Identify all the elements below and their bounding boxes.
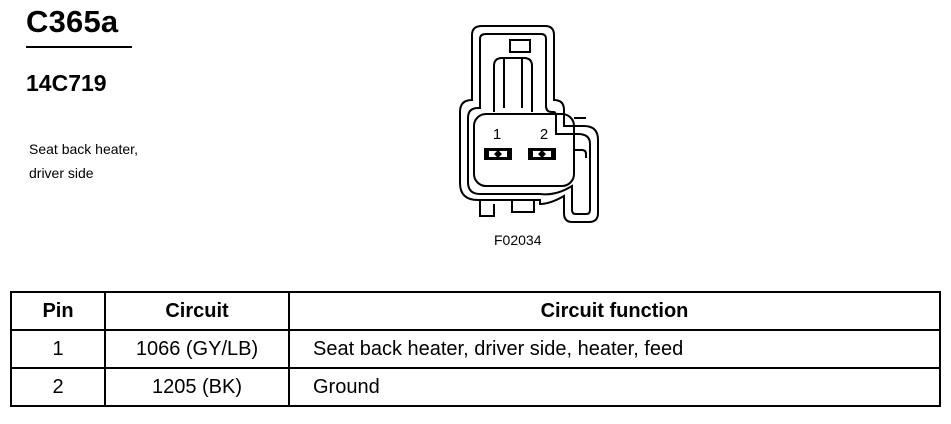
cell-circuit-function: Ground xyxy=(288,367,941,407)
title-underline xyxy=(26,46,132,48)
latch-arm xyxy=(503,58,523,108)
cell-circuit-function: Seat back heater, driver side, heater, f… xyxy=(288,329,941,369)
pin-2-terminal xyxy=(528,148,556,160)
pin-1-terminal xyxy=(484,148,512,160)
figure-id: F02034 xyxy=(494,232,542,248)
connector-description: Seat back heater, driver side xyxy=(29,137,138,185)
latch-tab xyxy=(509,39,531,53)
cell-circuit: 1066 (GY/LB) xyxy=(104,329,290,369)
part-number: 14C719 xyxy=(26,70,107,96)
bottom-tab-left xyxy=(479,200,495,217)
table-row: 2 1205 (BK) Ground xyxy=(10,367,941,407)
description-line-2: driver side xyxy=(29,165,94,181)
pin-1-label: 1 xyxy=(493,126,501,143)
lock-arm xyxy=(574,117,587,158)
bottom-key xyxy=(511,199,535,213)
cell-circuit: 1205 (BK) xyxy=(104,367,290,407)
header-circuit-function: Circuit function xyxy=(288,291,941,331)
connector-face-diagram: 1 2 xyxy=(459,25,599,223)
table-header-row: Pin Circuit Circuit function xyxy=(10,291,941,331)
header-pin: Pin xyxy=(10,291,106,331)
table-row: 1 1066 (GY/LB) Seat back heater, driver … xyxy=(10,329,941,369)
latch-channel xyxy=(493,57,533,112)
pin-2-label: 2 xyxy=(540,126,548,143)
connector-title: C365a xyxy=(26,4,119,39)
header-circuit: Circuit xyxy=(104,291,290,331)
pin-table: Pin Circuit Circuit function 1 1066 (GY/… xyxy=(10,291,941,407)
connector-housing-outer xyxy=(459,25,599,223)
connector-housing-inner xyxy=(467,33,591,215)
cell-pin: 1 xyxy=(10,329,106,369)
description-line-1: Seat back heater, xyxy=(29,141,138,157)
cell-pin: 2 xyxy=(10,367,106,407)
